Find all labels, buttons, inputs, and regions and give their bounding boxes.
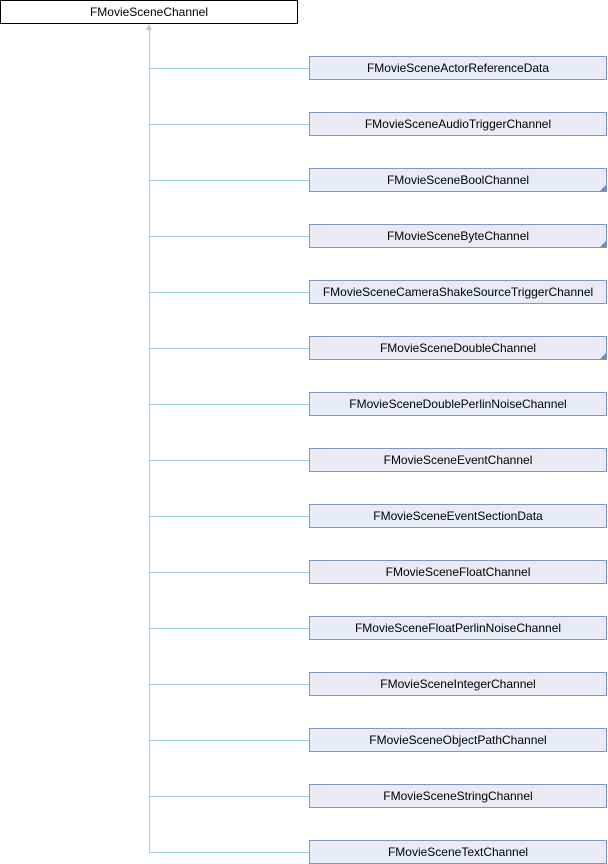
inheritance-connector-line bbox=[149, 684, 310, 685]
inheritance-connector-line bbox=[149, 236, 310, 237]
class-name-label: FMovieSceneEventChannel bbox=[383, 453, 533, 467]
derived-class-node[interactable]: FMovieSceneDoubleChannel bbox=[309, 336, 607, 360]
derived-class-node[interactable]: FMovieSceneEventChannel bbox=[309, 448, 607, 472]
derived-class-node[interactable]: FMovieSceneFloatChannel bbox=[309, 560, 607, 584]
inheritance-connector-line bbox=[149, 404, 310, 405]
derived-class-node[interactable]: FMovieSceneEventSectionData bbox=[309, 504, 607, 528]
class-name-label: FMovieSceneFloatPerlinNoiseChannel bbox=[354, 621, 562, 635]
derived-class-node[interactable]: FMovieSceneByteChannel bbox=[309, 224, 607, 248]
has-subclasses-corner-icon bbox=[600, 353, 606, 359]
inheritance-connector-line bbox=[149, 516, 310, 517]
class-name-label: FMovieSceneObjectPathChannel bbox=[369, 733, 547, 747]
derived-class-node[interactable]: FMovieSceneBoolChannel bbox=[309, 168, 607, 192]
inheritance-connector-line bbox=[149, 68, 310, 69]
inheritance-connector-line bbox=[149, 180, 310, 181]
inheritance-connector-line bbox=[149, 796, 310, 797]
class-name-label: FMovieSceneActorReferenceData bbox=[366, 61, 550, 75]
inheritance-connector-line bbox=[149, 740, 310, 741]
inheritance-connector-line bbox=[149, 852, 310, 853]
derived-class-node[interactable]: FMovieSceneObjectPathChannel bbox=[309, 728, 607, 752]
derived-class-node[interactable]: FMovieSceneActorReferenceData bbox=[309, 56, 607, 80]
has-subclasses-corner-icon bbox=[600, 241, 606, 247]
derived-class-node[interactable]: FMovieSceneTextChannel bbox=[309, 840, 607, 864]
class-name-label: FMovieSceneBoolChannel bbox=[386, 173, 530, 187]
inheritance-connector-line bbox=[149, 460, 310, 461]
derived-class-node[interactable]: FMovieSceneDoublePerlinNoiseChannel bbox=[309, 392, 607, 416]
has-subclasses-corner-icon bbox=[600, 185, 606, 191]
class-name-label: FMovieSceneCameraShakeSourceTriggerChann… bbox=[322, 285, 594, 299]
class-name-label: FMovieSceneStringChannel bbox=[383, 789, 533, 803]
class-name-label: FMovieSceneDoublePerlinNoiseChannel bbox=[349, 397, 567, 411]
class-name-label: FMovieSceneByteChannel bbox=[386, 229, 530, 243]
inheritance-connector-line bbox=[149, 292, 310, 293]
class-name-label: FMovieSceneFloatChannel bbox=[385, 565, 531, 579]
inheritance-connector-line bbox=[149, 628, 310, 629]
class-name-label: FMovieSceneAudioTriggerChannel bbox=[364, 117, 552, 131]
derived-class-node[interactable]: FMovieSceneCameraShakeSourceTriggerChann… bbox=[309, 280, 607, 304]
derived-class-node[interactable]: FMovieSceneIntegerChannel bbox=[309, 672, 607, 696]
class-name-label: FMovieSceneDoubleChannel bbox=[379, 341, 537, 355]
derived-class-node[interactable]: FMovieSceneStringChannel bbox=[309, 784, 607, 808]
base-class-node[interactable]: FMovieSceneChannel bbox=[0, 0, 298, 24]
class-name-label: FMovieSceneTextChannel bbox=[387, 845, 529, 859]
inheritance-connector-line bbox=[149, 124, 310, 125]
inheritance-connector-line bbox=[149, 348, 310, 349]
inheritance-connector-line bbox=[149, 572, 310, 573]
derived-class-node[interactable]: FMovieSceneFloatPerlinNoiseChannel bbox=[309, 616, 607, 640]
class-name-label: FMovieSceneIntegerChannel bbox=[380, 677, 536, 691]
derived-class-node[interactable]: FMovieSceneAudioTriggerChannel bbox=[309, 112, 607, 136]
class-name-label: FMovieSceneEventSectionData bbox=[373, 509, 543, 523]
inheritance-arrow-icon bbox=[146, 24, 152, 30]
inheritance-trunk-line bbox=[149, 26, 150, 852]
